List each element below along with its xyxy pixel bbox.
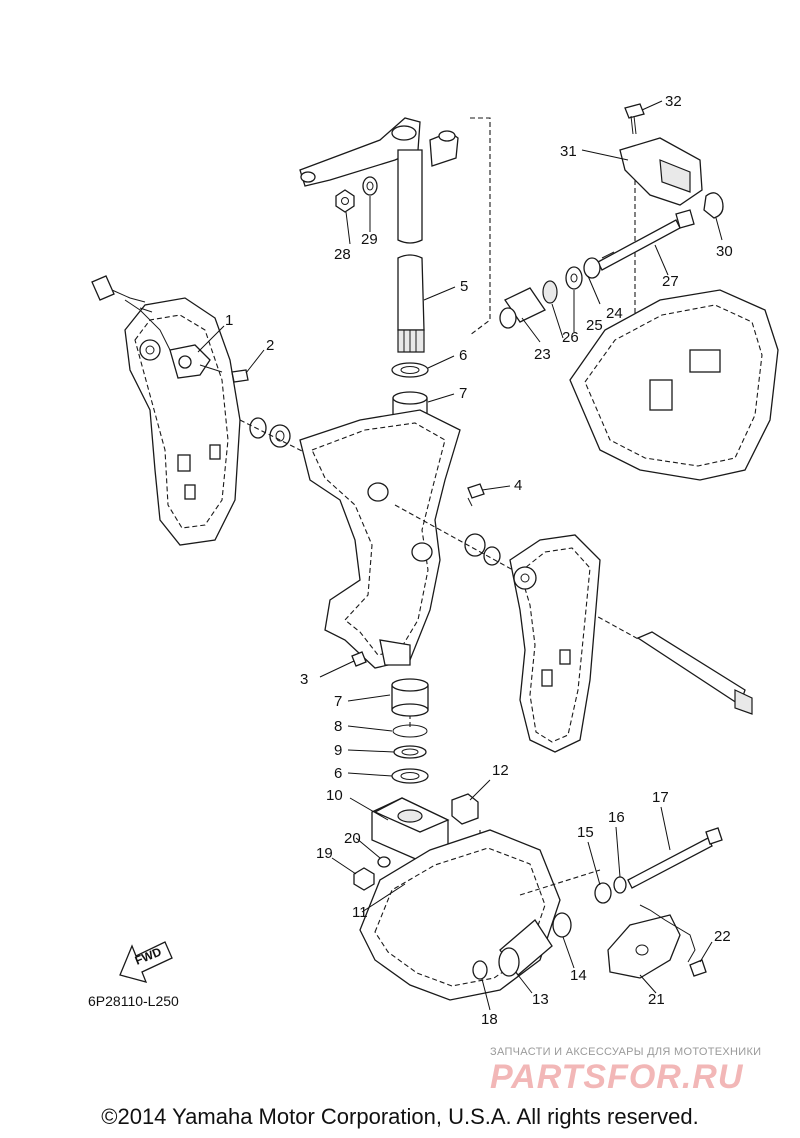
callout-numbers: 1 2 3 4 5 6 7 7 8 9 6 10 11 12 13 14 15 … xyxy=(225,93,733,1028)
bolt-3 xyxy=(351,651,367,667)
tilt-tube xyxy=(636,631,753,715)
callout-4: 4 xyxy=(514,477,522,494)
callout-15: 15 xyxy=(577,824,594,841)
bottom-cowling-outline xyxy=(569,289,779,481)
bolt-22 xyxy=(689,959,707,977)
washer-9 xyxy=(393,745,427,759)
bracket-21 xyxy=(607,914,681,979)
wiring-bracket-31 xyxy=(619,137,703,206)
collar-30 xyxy=(703,192,724,219)
swivel-bracket xyxy=(299,409,461,669)
callout-20: 20 xyxy=(344,830,361,847)
callout-30: 30 xyxy=(716,243,733,260)
nut-19 xyxy=(353,867,375,891)
callout-23: 23 xyxy=(534,346,551,363)
trim-sensor-assembly xyxy=(91,275,249,383)
diagram-code: 6P28110-L250 xyxy=(88,993,179,1009)
callout-12: 12 xyxy=(492,762,509,779)
callout-6-lower: 6 xyxy=(334,765,342,782)
callout-26: 26 xyxy=(562,329,579,346)
callout-1: 1 xyxy=(225,312,233,329)
callout-27: 27 xyxy=(662,273,679,290)
lower-mount-outline xyxy=(359,829,561,1001)
callout-28: 28 xyxy=(334,246,351,263)
o-ring-8 xyxy=(392,724,428,738)
callout-8: 8 xyxy=(334,718,342,735)
callout-14: 14 xyxy=(570,967,587,984)
callout-21: 21 xyxy=(648,991,665,1008)
callout-7-upper: 7 xyxy=(459,385,467,402)
callout-31: 31 xyxy=(560,143,577,160)
steering-arm xyxy=(299,117,459,187)
washer-16 xyxy=(613,876,627,894)
callout-6-upper: 6 xyxy=(459,347,467,364)
callout-11: 11 xyxy=(352,904,368,921)
left-collar xyxy=(249,417,291,448)
lower-bushing-13 xyxy=(498,919,553,977)
callout-9: 9 xyxy=(334,742,342,759)
callout-3: 3 xyxy=(300,671,308,688)
lower-steering-yoke xyxy=(371,797,450,861)
fwd-arrow: FWD xyxy=(119,941,173,983)
callout-7-lower: 7 xyxy=(334,693,342,710)
callout-10: 10 xyxy=(326,787,343,804)
callout-22: 22 xyxy=(714,928,731,945)
callout-24: 24 xyxy=(606,305,623,322)
washers-24-25-26 xyxy=(542,257,601,304)
left-clamp-bracket xyxy=(124,297,241,546)
washer-15 xyxy=(594,882,612,904)
right-clamp-bracket xyxy=(509,534,601,753)
callout-18: 18 xyxy=(481,1011,498,1028)
callout-25: 25 xyxy=(586,317,603,334)
nut-and-washer-top xyxy=(335,176,378,213)
leader-lines xyxy=(197,100,723,1011)
callout-2: 2 xyxy=(266,337,274,354)
plate-12 xyxy=(451,793,479,825)
callout-13: 13 xyxy=(532,991,549,1008)
callout-19: 19 xyxy=(316,845,333,862)
bolt-32 xyxy=(624,103,645,135)
callout-17: 17 xyxy=(652,789,669,806)
long-bolt-27 xyxy=(597,209,695,271)
callout-16: 16 xyxy=(608,809,625,826)
bushing-23 xyxy=(499,287,546,329)
watermark-tagline: ЗАПЧАСТИ И АКСЕССУАРЫ ДЛЯ МОТОТЕХНИКИ xyxy=(490,1046,762,1058)
callout-29: 29 xyxy=(361,231,378,248)
grease-nipple xyxy=(467,483,485,507)
bolt-17 xyxy=(627,827,723,889)
callout-32: 32 xyxy=(665,93,682,110)
washer-18 xyxy=(472,960,488,980)
lower-bushing xyxy=(391,678,429,717)
callout-5: 5 xyxy=(460,278,468,295)
steering-shaft xyxy=(397,149,425,353)
watermark-logo: PARTSFOR.RU xyxy=(490,1058,744,1096)
washer-20 xyxy=(377,856,391,868)
washer-6-lower xyxy=(391,768,429,784)
washer-14 xyxy=(552,912,572,938)
copyright-notice: ©2014 Yamaha Motor Corporation, U.S.A. A… xyxy=(101,1104,699,1129)
